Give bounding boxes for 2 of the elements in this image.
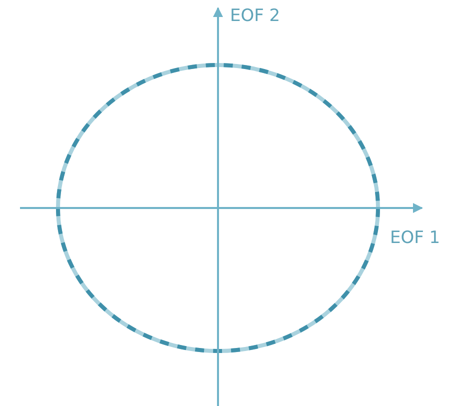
axis-label: EOF 1	[390, 227, 440, 250]
axis-label: EOF 2	[230, 5, 280, 28]
